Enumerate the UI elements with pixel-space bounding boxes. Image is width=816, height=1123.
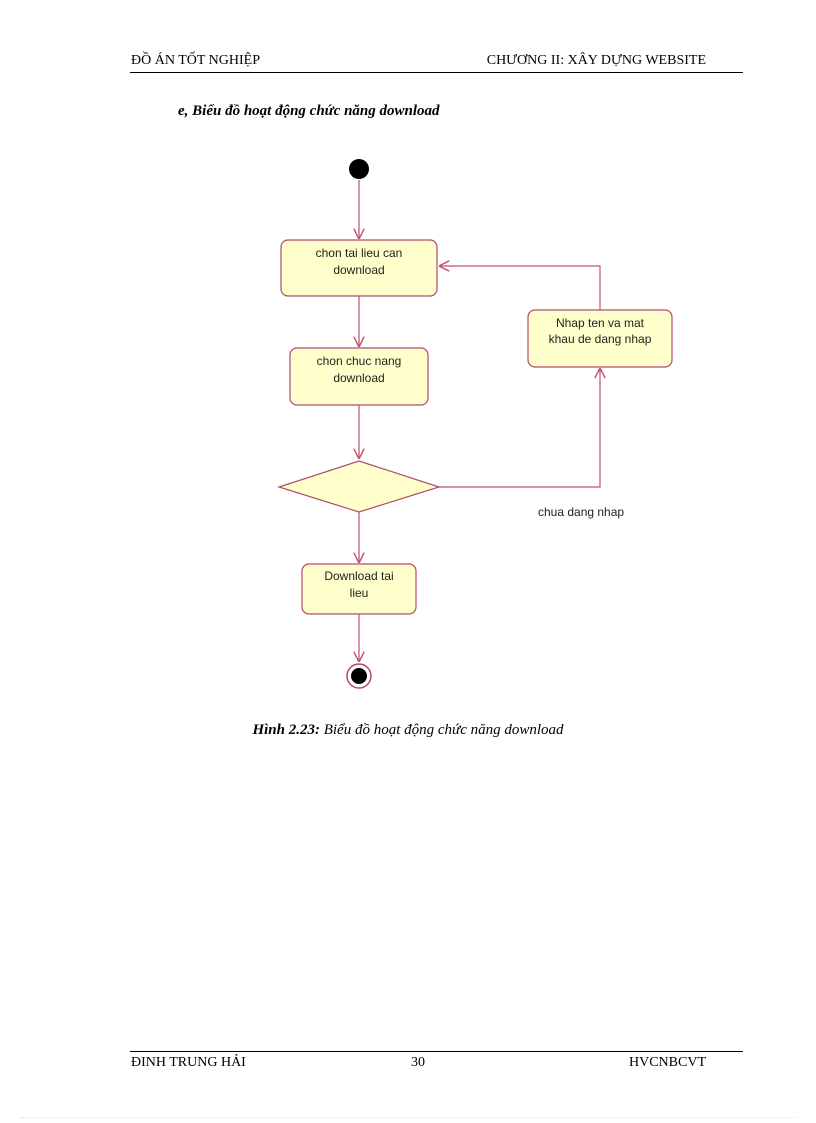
activity-download-line2: lieu [350,586,369,600]
activity-choose-function-line2: download [333,371,384,385]
activity-login-line2: khau de dang nhap [549,332,652,346]
activity-login: Nhap ten va mat khau de dang nhap [527,309,673,368]
figure-caption-label: Hình 2.23: [252,722,320,738]
activity-login-line1: Nhap ten va mat [556,316,645,330]
final-node [346,663,372,689]
header-left: ĐỒ ÁN TỐT NGHIỆP [131,53,260,68]
activity-download: Download tai lieu [301,563,417,615]
figure-caption: Hình 2.23: Biểu đồ hoạt động chức năng d… [0,722,816,739]
guard-label: chua dang nhap [538,505,624,519]
decision-node [277,460,441,513]
footer-author: ĐINH TRUNG HẢI [131,1055,246,1070]
activity-choose-document-line2: download [333,263,384,277]
edge-login-to-choose-document [440,266,601,310]
edge-decision-to-login [439,369,600,488]
initial-node [349,159,369,179]
page-number: 30 [411,1055,425,1070]
activity-choose-function-line1: chon chuc nang [317,354,402,368]
footer-rule [130,1051,743,1052]
footer-right: HVCNBCVT [628,1055,706,1070]
activity-choose-document: chon tai lieu can download [280,239,438,297]
section-title: e, Biểu đồ hoạt động chức năng download [178,103,440,119]
header-rule [130,72,743,73]
activity-choose-document-line1: chon tai lieu can [316,246,403,260]
activity-diagram: chon tai lieu can download chon chuc nan… [277,159,673,689]
activity-download-line1: Download tai [324,569,393,583]
figure-caption-text: Biểu đồ hoạt động chức năng download [319,722,564,738]
activity-choose-function: chon chuc nang download [289,347,429,406]
page-edge-dots [20,1117,796,1118]
header-right: CHƯƠNG II: XÂY DỰNG WEBSITE [486,53,706,68]
